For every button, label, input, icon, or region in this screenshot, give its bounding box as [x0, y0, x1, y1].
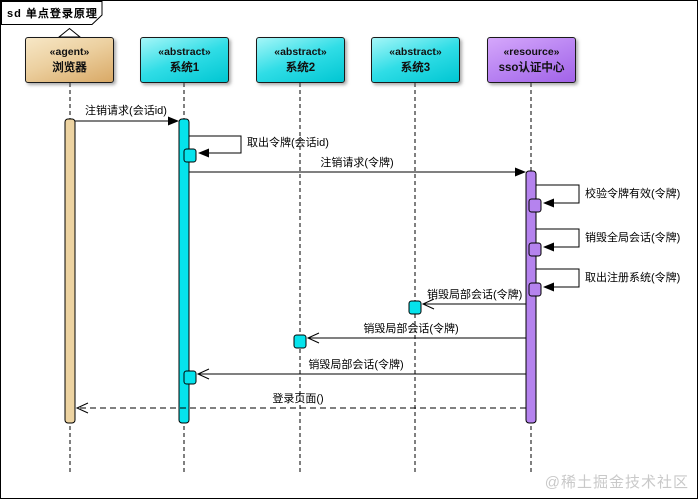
participant-sso: «resource» sso认证中心 — [487, 37, 576, 83]
arrowhead-filled — [168, 116, 179, 126]
nested-activation-system2 — [293, 334, 307, 349]
arrowhead-filled — [543, 198, 554, 208]
message-label-1: 注销请求(会话id) — [85, 105, 167, 117]
agent-hat-icon — [57, 27, 82, 38]
nested-activation-sso — [528, 198, 542, 213]
participant-name: sso认证中心 — [498, 61, 565, 74]
message-label-4: 校验令牌有效(令牌) — [585, 188, 681, 200]
participant-stereotype: «abstract» — [389, 45, 442, 58]
message-label-2: 取出令牌(会话id) — [247, 137, 329, 149]
arrowhead-filled — [198, 148, 209, 158]
arrowhead-open — [306, 332, 320, 344]
nested-activation-system1 — [183, 148, 197, 163]
nested-activation-sso — [528, 242, 542, 257]
message-arrow-2 — [189, 135, 242, 154]
arrowhead-filled — [543, 242, 554, 252]
message-label-6: 取出注册系统(令牌) — [585, 272, 681, 284]
message-arrow-5 — [536, 228, 580, 248]
arrowhead-filled — [515, 167, 526, 177]
diagram-title: sd 单点登录原理 — [7, 8, 98, 20]
arrowhead-filled — [543, 282, 554, 292]
message-label-9: 销毁局部会话(令牌) — [308, 359, 404, 371]
participant-name: 浏览器 — [52, 61, 87, 74]
participant-browser: «agent» 浏览器 — [25, 37, 114, 83]
nested-activation-system1 — [183, 370, 197, 385]
participant-stereotype: «abstract» — [158, 45, 211, 58]
participant-stereotype: «resource» — [503, 45, 560, 58]
message-label-7: 销毁局部会话(令牌) — [427, 289, 523, 301]
message-label-10: 登录页面() — [272, 393, 324, 405]
frame-title-tab — [1, 1, 103, 25]
nested-activation-system3 — [408, 300, 422, 315]
nested-activation-sso — [528, 282, 542, 297]
arrowhead-open — [421, 298, 435, 310]
arrowhead-open — [196, 368, 210, 380]
message-label-8: 销毁局部会话(令牌) — [363, 323, 459, 335]
message-label-5: 销毁全局会话(令牌) — [585, 232, 681, 244]
activation-bar-sso — [525, 170, 537, 424]
activation-bar-system1 — [178, 118, 190, 424]
participant-system2: «abstract» 系统2 — [256, 37, 345, 83]
participant-system1: «abstract» 系统1 — [140, 37, 229, 83]
activation-bar-browser — [64, 118, 76, 424]
participant-name: 系统2 — [285, 61, 316, 74]
watermark: @稀土掘金技术社区 — [544, 474, 689, 491]
participant-name: 系统3 — [400, 61, 431, 74]
arrowhead-open — [75, 402, 89, 414]
participant-stereotype: «agent» — [49, 45, 90, 58]
message-arrow-4 — [536, 184, 580, 204]
message-label-3: 注销请求(令牌) — [320, 157, 394, 169]
participant-name: 系统1 — [169, 61, 200, 74]
participant-stereotype: «abstract» — [274, 45, 327, 58]
participant-system3: «abstract» 系统3 — [371, 37, 460, 83]
message-arrow-6 — [536, 268, 580, 288]
